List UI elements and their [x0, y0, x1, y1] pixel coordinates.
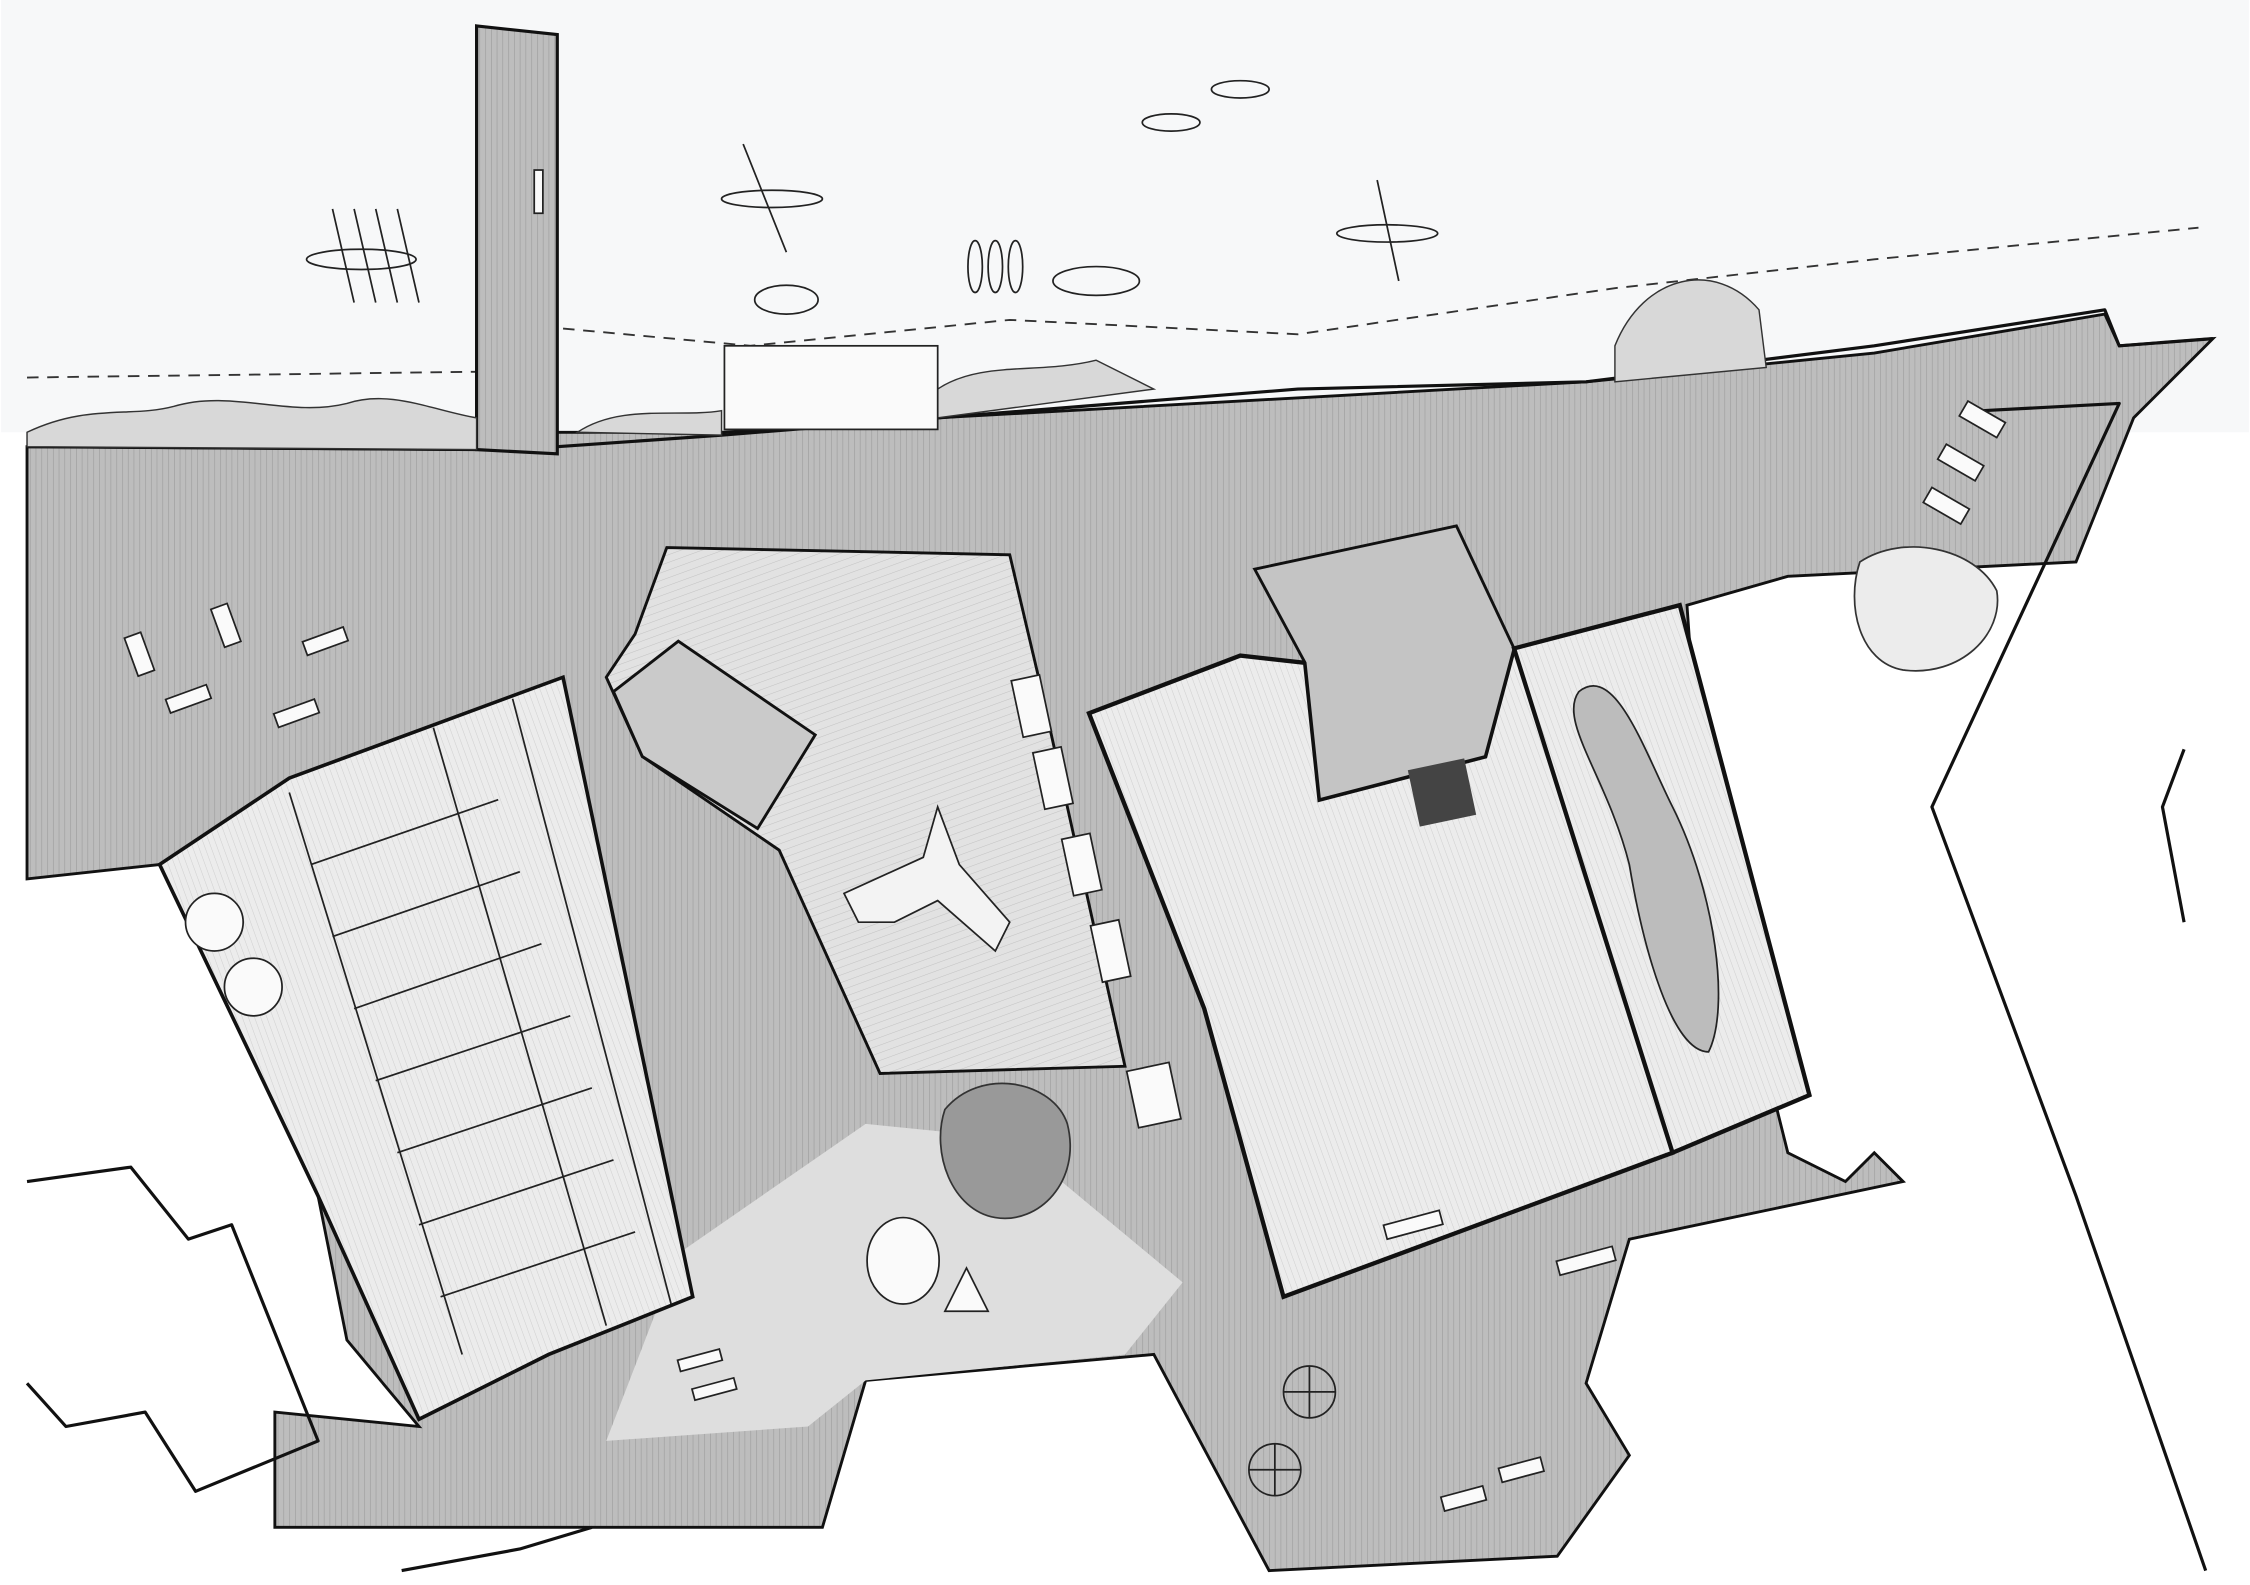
storage-tank — [223, 957, 283, 1017]
kayak — [1141, 79, 1270, 132]
kayak — [1335, 179, 1439, 282]
play-structure — [842, 804, 1011, 953]
tree-plaza — [939, 1082, 1071, 1220]
canoes — [753, 239, 1141, 315]
neighbour-building-outline — [25, 1165, 320, 1493]
stair — [1407, 758, 1477, 827]
market-hall-grid — [288, 698, 672, 1355]
storage-tank — [184, 892, 245, 952]
road-edge — [1930, 401, 2208, 1572]
neighbour-building-outline — [401, 1525, 593, 1573]
kayak — [720, 143, 824, 253]
sculptures — [866, 1216, 990, 1313]
umbrellas — [1248, 1365, 1337, 1497]
central-hall-courtyard — [1252, 524, 1516, 802]
shore-vegetation — [26, 279, 1768, 451]
rowing-boat — [305, 208, 420, 303]
pier — [475, 24, 559, 456]
benches — [123, 399, 2007, 1513]
tree-canopy — [1853, 546, 1999, 672]
pier-bench — [533, 169, 544, 215]
planting-bed — [1572, 685, 1720, 1053]
market-hall — [157, 674, 695, 1422]
pavilion-block — [611, 639, 818, 831]
floating-dock — [723, 344, 939, 431]
